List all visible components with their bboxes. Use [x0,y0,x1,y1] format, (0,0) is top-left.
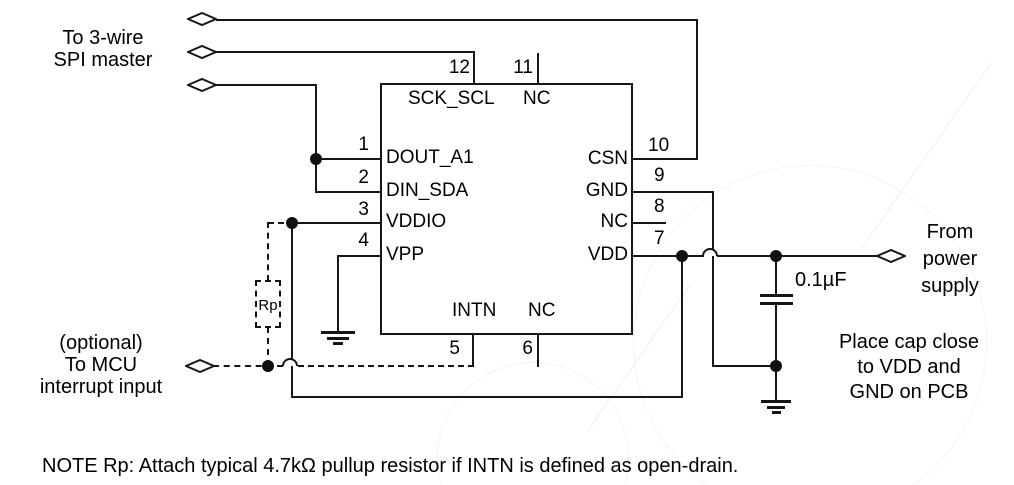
wire-spi3-drop [315,84,317,193]
pin-number-9: 9 [654,165,665,186]
wire-cap-top-lead [775,255,777,295]
dashed-wire-mcu-b [298,365,474,367]
wire-spi3-rail [216,84,317,86]
wire-pin12-stub [473,51,475,84]
pin-label-sck-scl: SCK_SCL [408,88,495,109]
pin-number-3: 3 [358,199,369,220]
pin-number-1: 1 [358,134,369,155]
pin-label-vddio: VDDIO [386,211,447,232]
wire-vpp-ground-drop [337,255,339,332]
dashed-wire-rp-upper [267,222,269,281]
junction-dot [286,217,298,229]
wire-vddio-vdd-link [291,396,683,398]
wire-cap-ground-lead [775,365,777,401]
wire-vdd-link-riser [681,255,683,398]
pin-label-nc-right: NC [600,211,628,232]
pin-label-vpp: VPP [386,244,425,265]
watermark-circle [633,165,987,485]
wire-pin3 [292,222,380,224]
capacitor-plate-top [760,294,793,297]
wire-gnd-to-cap [712,365,777,367]
wire-spi1-top-rail [216,19,698,21]
spi-connector-3-diamond [187,78,217,92]
pin-number-8: 8 [654,196,665,217]
junction-dot [262,360,274,372]
pin-number-4: 4 [358,230,369,251]
wire-pin10 [633,158,698,160]
wire-pin7-b [717,255,777,257]
power-connector-diamond [876,249,906,263]
pin-label-dout-a1: DOUT_A1 [386,147,474,168]
spi-connector-2-diamond [187,45,217,59]
wire-pin4 [338,255,380,257]
ic-body [380,83,633,335]
wire-spi2-rail [216,51,475,53]
mcu-interrupt-label: (optional) To MCU interrupt input [39,332,163,398]
pin-label-intn: INTN [452,300,497,321]
cap-placement-note: Place cap close to VDD and GND on PCB [838,331,980,403]
pin-number-5: 5 [449,338,460,359]
pin-number-6: 6 [522,338,533,359]
crossover-hop [282,358,298,366]
rp-resistor-box [255,280,281,328]
junction-dot [770,250,782,262]
pin-label-nc-top: NC [523,88,551,109]
power-supply-label: From power supply [921,221,979,297]
footnote: NOTE Rp: Attach typical 4.7kΩ pullup res… [42,455,739,477]
rp-resistor-label: Rp [258,297,278,314]
crossover-hop [702,248,718,256]
dashed-wire-rp-lower [267,327,269,366]
pin-number-10: 10 [648,135,670,156]
pin-number-12: 12 [448,57,470,78]
wire-csn-riser [696,19,698,160]
wire-pin11-stub [537,53,539,84]
wire-pin6-stub [537,334,539,367]
mcu-connector-diamond [185,359,215,373]
wire-pin9 [633,191,714,193]
dashed-wire-mcu-a [213,365,283,367]
pin-label-nc-bottom: NC [528,300,556,321]
wire-gnd-drop [712,191,714,367]
junction-dot [310,153,322,165]
capacitor-value-label: 0.1µF [795,269,847,291]
pin-number-7: 7 [654,228,665,249]
pin-label-csn: CSN [587,148,628,169]
spi-connector-1-diamond [187,12,217,26]
wire-cap-bottom-lead [775,303,777,366]
wire-pin1 [316,158,380,160]
pin-label-din-sda: DIN_SDA [386,180,469,201]
junction-dot [770,360,782,372]
spi-master-label: To 3-wire SPI master [53,27,153,71]
dashed-wire-rp-top [268,222,294,224]
pin-number-11: 11 [513,57,533,78]
wire-pin2 [316,191,380,193]
wire-pin7-a [633,255,704,257]
wire-vdd-to-supply [777,255,877,257]
wire-pin5-stub [472,334,474,367]
junction-dot [676,250,688,262]
pin-number-2: 2 [358,167,369,188]
wire-pin8-stub [633,222,666,224]
pin-label-vdd: VDD [587,244,628,265]
wire-vddio-link-drop [291,222,293,398]
pin-label-gnd: GND [585,180,628,201]
capacitor-plate-bottom [760,302,793,305]
